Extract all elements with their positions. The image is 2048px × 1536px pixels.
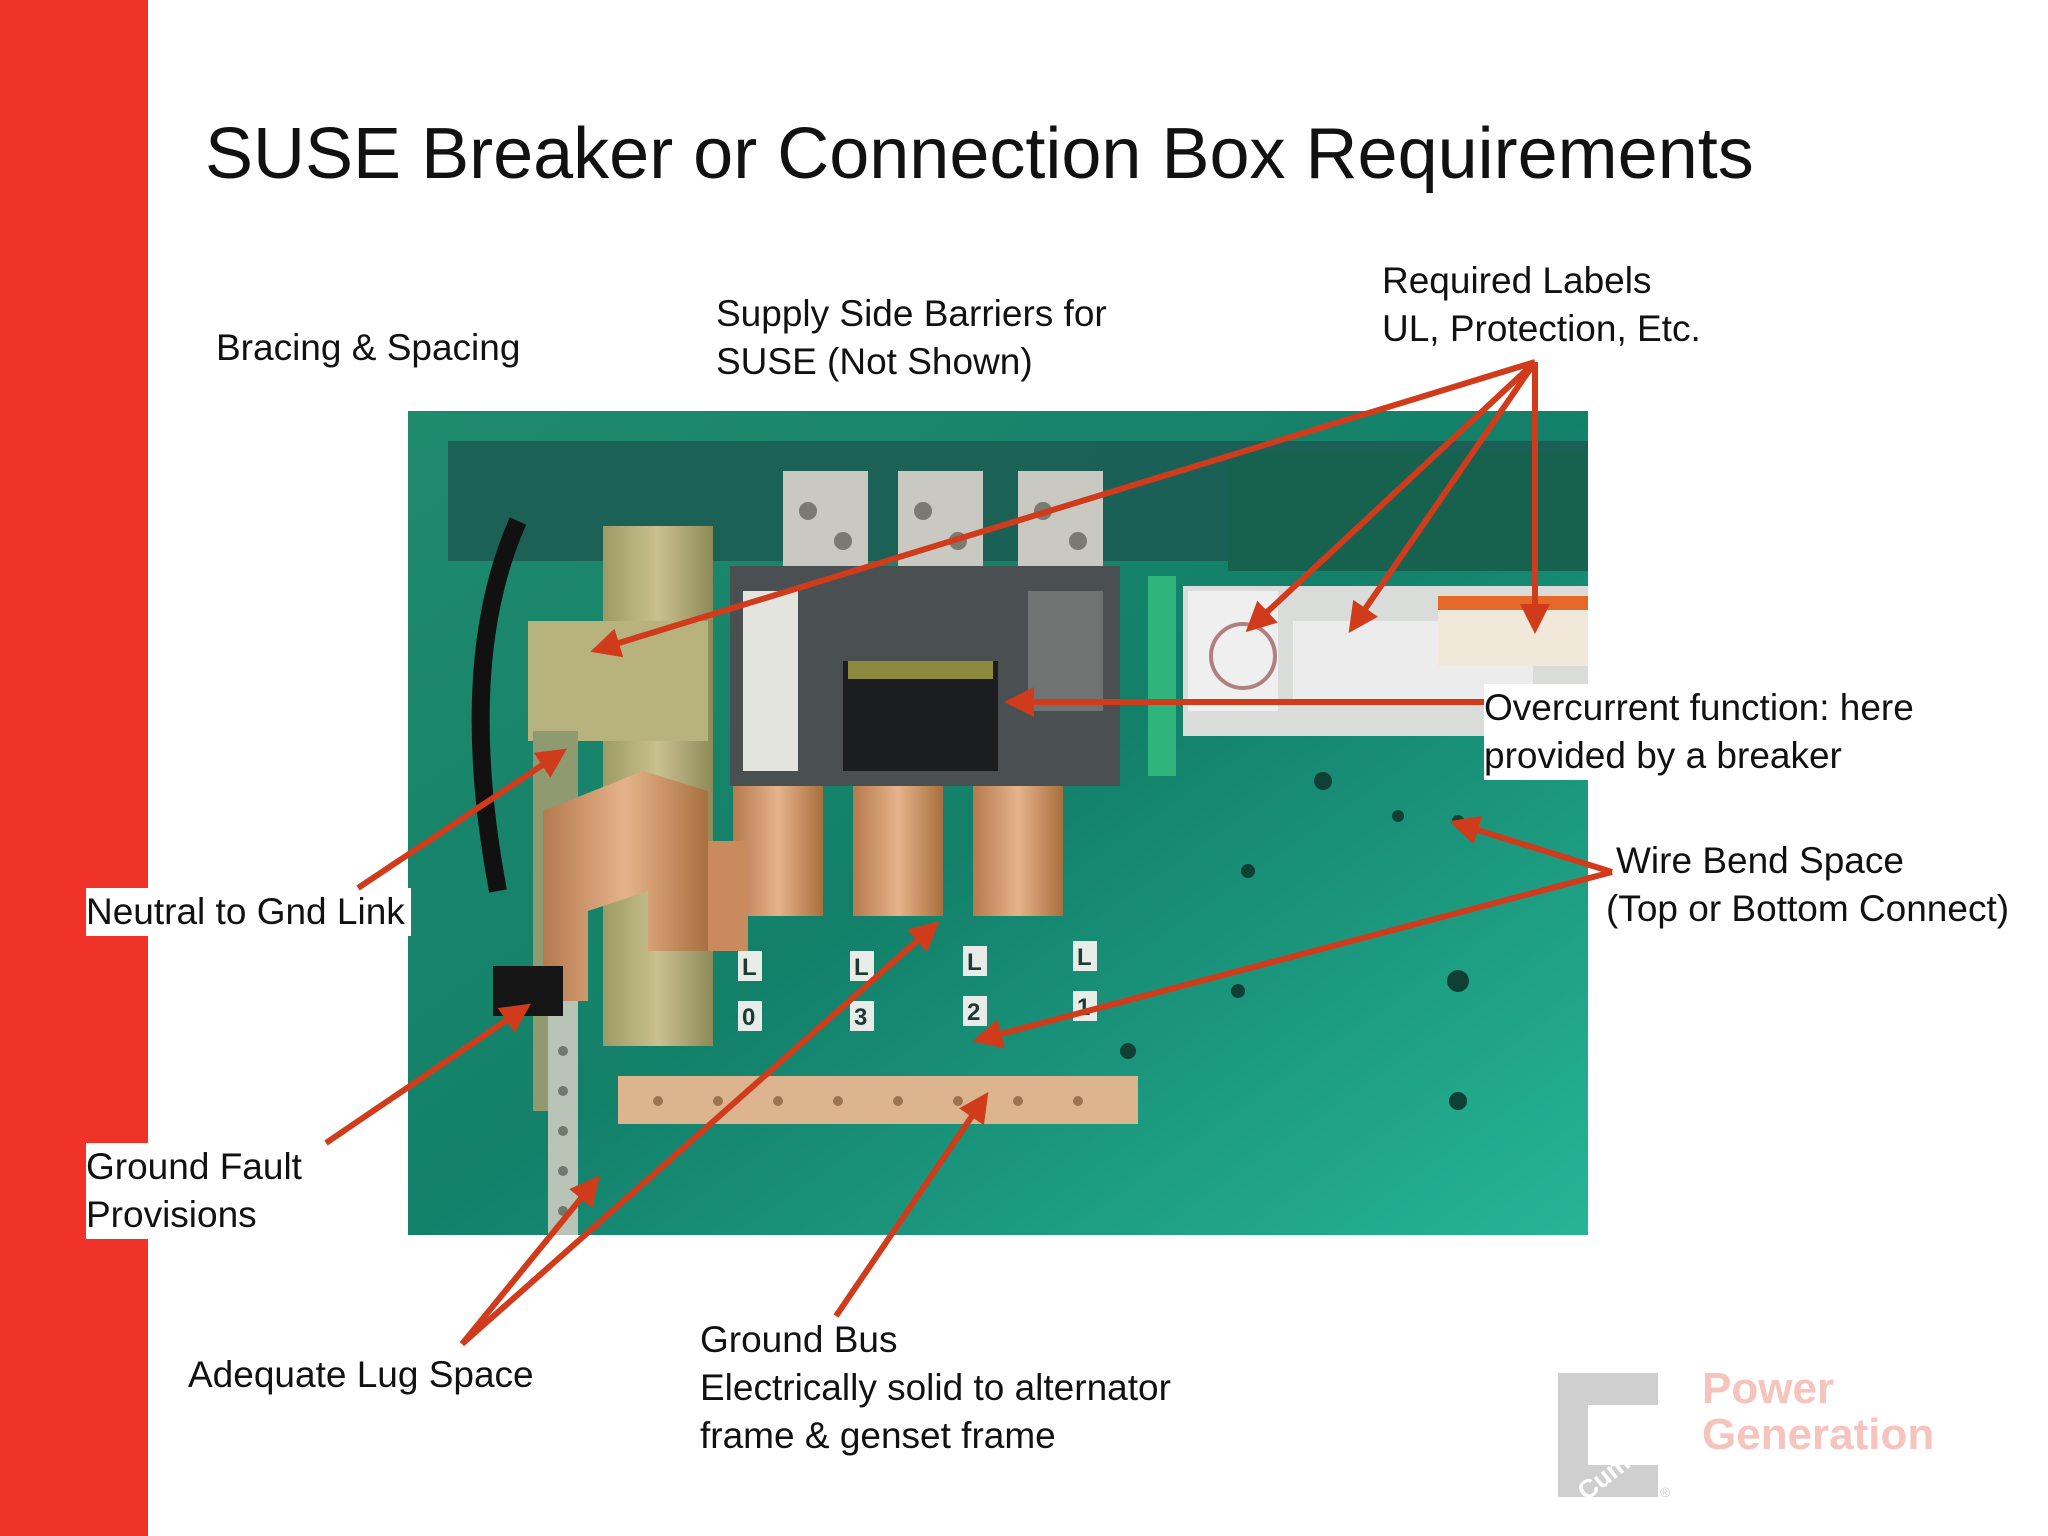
label-ground-fault-line-2: Provisions: [86, 1194, 257, 1235]
terminal-number-0: 0: [742, 1004, 755, 1031]
label-adequate-lug-space: Adequate Lug Space: [188, 1354, 534, 1395]
label-overcurrent: Overcurrent function: here provided by a…: [1484, 684, 1920, 780]
terminal-number-3: 3: [854, 1004, 867, 1031]
label-required-labels: Required Labels UL, Protection, Etc.: [1382, 257, 1701, 353]
logo-division-line-1: Power: [1702, 1364, 1835, 1413]
label-required-labels-line-2: UL, Protection, Etc.: [1382, 308, 1701, 349]
logo-division: Power Generation: [1702, 1366, 1934, 1458]
slide-title: SUSE Breaker or Connection Box Requireme…: [205, 114, 1754, 194]
terminal-letter-2: L: [967, 949, 982, 976]
logo-division-line-2: Generation: [1702, 1410, 1935, 1459]
label-overcurrent-line-1: Overcurrent function: here: [1484, 687, 1914, 728]
label-supply-side-line-2: SUSE (Not Shown): [716, 341, 1033, 382]
label-required-labels-line-1: Required Labels: [1382, 260, 1652, 301]
terminal-number-2: 2: [967, 999, 980, 1026]
label-neutral-gnd-link: Neutral to Gnd Link: [86, 888, 411, 936]
label-bracing-spacing: Bracing & Spacing: [216, 327, 521, 368]
terminal-letter-1: L: [1077, 944, 1092, 971]
label-wire-bend-space: Wire Bend Space (Top or Bottom Connect): [1606, 837, 2009, 933]
accent-bar: [0, 0, 148, 1536]
label-ground-fault-line-1: Ground Fault: [86, 1146, 302, 1187]
label-supply-side-barriers: Supply Side Barriers for SUSE (Not Shown…: [716, 290, 1107, 386]
label-supply-side-line-1: Supply Side Barriers for: [716, 293, 1107, 334]
label-ground-fault: Ground Fault Provisions: [86, 1143, 308, 1239]
label-ground-bus-line-3: frame & genset frame: [700, 1415, 1056, 1456]
label-ground-bus-line-1: Ground Bus: [700, 1319, 898, 1360]
terminal-letter-3: L: [854, 954, 869, 981]
terminal-number-1: 1: [1077, 994, 1090, 1021]
label-overcurrent-line-2: provided by a breaker: [1484, 735, 1842, 776]
logo-registered: ®: [1660, 1484, 1671, 1500]
label-ground-bus-line-2: Electrically solid to alternator: [700, 1367, 1171, 1408]
label-ground-bus: Ground Bus Electrically solid to alterna…: [700, 1316, 1171, 1460]
label-wire-bend-line-2: (Top or Bottom Connect): [1606, 888, 2010, 929]
connection-box-photo: L 0 L 3 L 2 L 1: [408, 411, 1588, 1235]
label-wire-bend-line-1: Wire Bend Space: [1616, 840, 1904, 881]
terminal-letter-0: L: [742, 954, 757, 981]
cummins-c-logo-icon: Cummins ®: [1558, 1373, 1683, 1500]
